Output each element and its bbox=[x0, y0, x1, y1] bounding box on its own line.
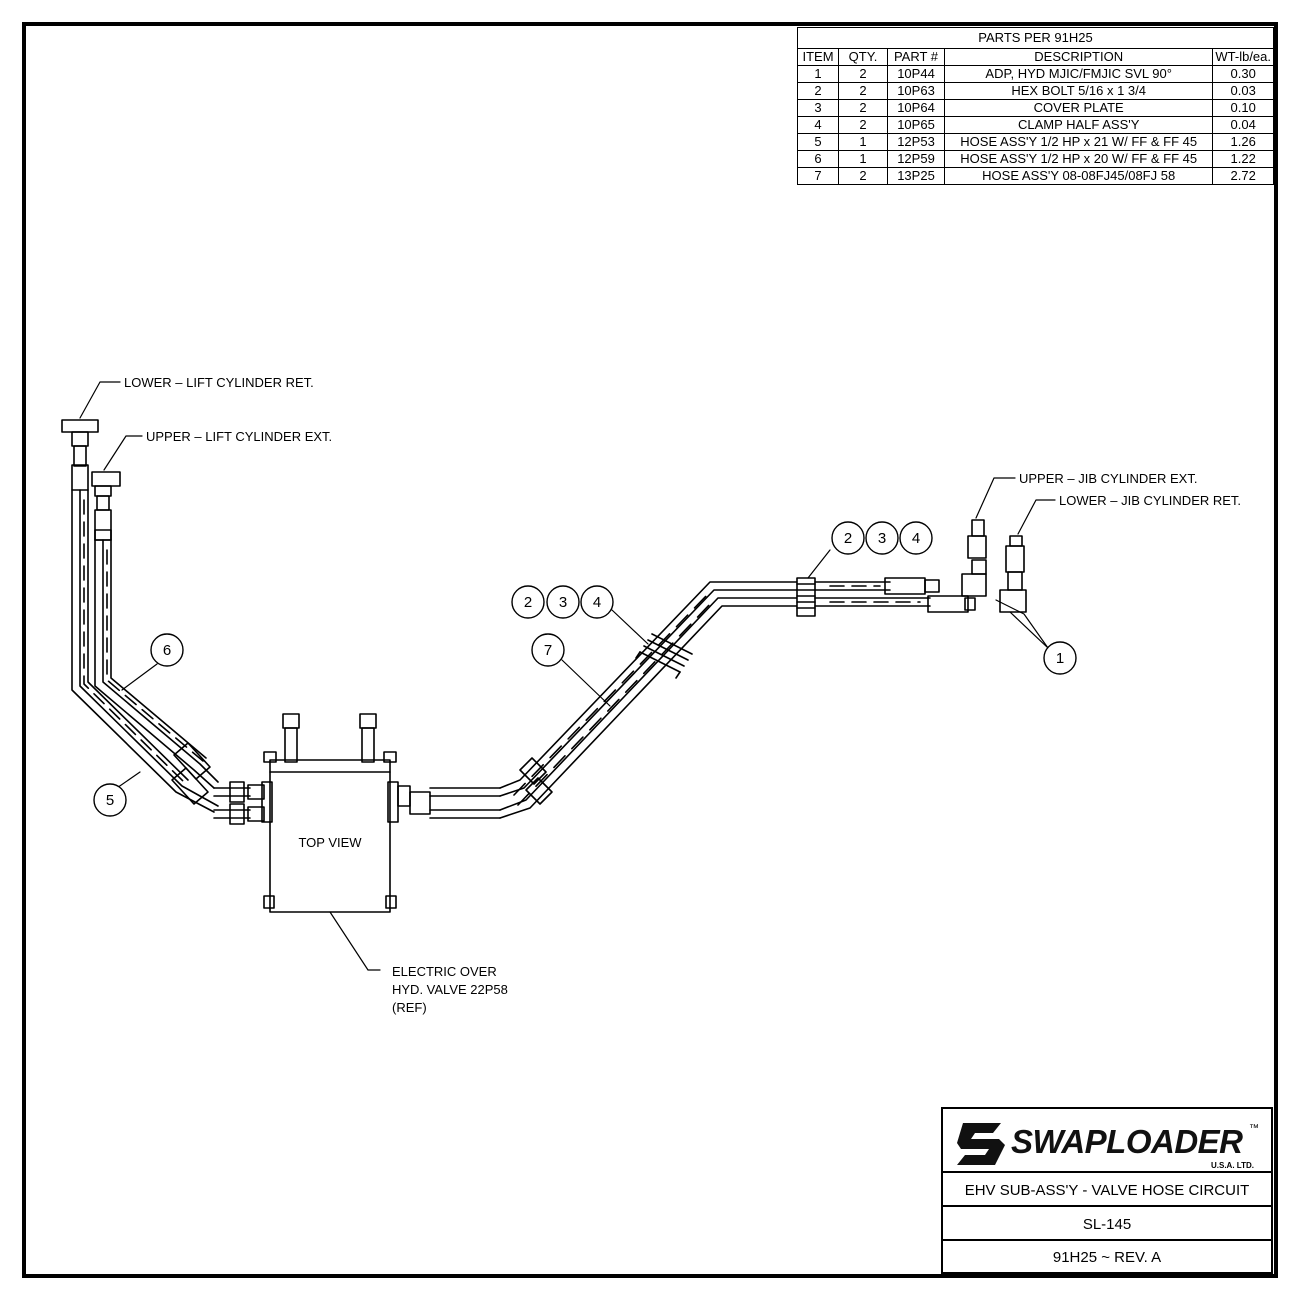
jib-hoses bbox=[814, 577, 976, 613]
cell: 2 bbox=[838, 65, 888, 83]
parts-table: PARTS PER 91H25 ITEM QTY. PART # DESCRIP… bbox=[797, 27, 1274, 185]
cell: CLAMP HALF ASS'Y bbox=[943, 116, 1214, 134]
balloon-1: 1 bbox=[1056, 650, 1064, 667]
cell: 0.04 bbox=[1212, 116, 1274, 134]
clamp-horizontal bbox=[796, 577, 816, 617]
table-row: 6 1 12P59 HOSE ASS'Y 1/2 HP x 20 W/ FF &… bbox=[797, 150, 1274, 168]
cell: 1.22 bbox=[1212, 150, 1274, 168]
table-row: 7 2 13P25 HOSE ASS'Y 08-08FJ45/08FJ 58 2… bbox=[797, 167, 1274, 185]
cell: 1 bbox=[838, 133, 888, 151]
parts-table-header: ITEM QTY. PART # DESCRIPTION WT-lb/ea. bbox=[797, 48, 1274, 66]
balloon-right-3: 3 bbox=[878, 530, 886, 547]
lift-cylinder-fittings bbox=[61, 419, 121, 511]
balloons bbox=[93, 521, 1077, 817]
cell: COVER PLATE bbox=[943, 99, 1214, 117]
label-valve-3: (REF) bbox=[392, 1000, 427, 1015]
label-valve-1: ELECTRIC OVER bbox=[392, 964, 497, 979]
clamp-diagonal bbox=[635, 633, 693, 679]
label-lower-lift: LOWER – LIFT CYLINDER RET. bbox=[124, 375, 314, 390]
cell: 0.10 bbox=[1212, 99, 1274, 117]
cell: 6 bbox=[797, 150, 839, 168]
balloon-left-3: 3 bbox=[559, 594, 567, 611]
cell: 2 bbox=[838, 116, 888, 134]
label-top-view: TOP VIEW bbox=[298, 835, 362, 850]
drawing-number: SL-145 bbox=[943, 1205, 1271, 1241]
drawing-title: EHV SUB-ASS'Y - VALVE HOSE CIRCUIT bbox=[943, 1171, 1271, 1207]
cell: 5 bbox=[797, 133, 839, 151]
swaploader-s-icon bbox=[957, 1123, 1005, 1165]
logo-trademark: ™ bbox=[1249, 1123, 1259, 1134]
parts-table-title: PARTS PER 91H25 bbox=[797, 27, 1274, 49]
cell: 3 bbox=[797, 99, 839, 117]
col-item: ITEM bbox=[797, 48, 839, 66]
label-valve-2: HYD. VALVE 22P58 bbox=[392, 982, 508, 997]
cell: 10P63 bbox=[887, 82, 945, 100]
leader-lines bbox=[79, 381, 1056, 971]
table-row: 4 2 10P65 CLAMP HALF ASS'Y 0.04 bbox=[797, 116, 1274, 134]
cell: 10P65 bbox=[887, 116, 945, 134]
col-part: PART # bbox=[887, 48, 945, 66]
right-valve-ports bbox=[397, 785, 501, 819]
hose-7-end-fittings bbox=[519, 757, 553, 805]
hose-7 bbox=[499, 581, 801, 819]
col-qty: QTY. bbox=[838, 48, 888, 66]
table-row: 1 2 10P44 ADP, HYD MJIC/FMJIC SVL 90° 0.… bbox=[797, 65, 1274, 83]
balloon-7: 7 bbox=[544, 642, 552, 659]
revision: 91H25 ~ REV. A bbox=[943, 1239, 1271, 1274]
cell: 12P53 bbox=[887, 133, 945, 151]
cell: ADP, HYD MJIC/FMJIC SVL 90° bbox=[943, 65, 1214, 83]
balloon-right-4: 4 bbox=[912, 530, 920, 547]
cell: HOSE ASS'Y 1/2 HP x 20 W/ FF & FF 45 bbox=[943, 150, 1214, 168]
cell: HOSE ASS'Y 1/2 HP x 21 W/ FF & FF 45 bbox=[943, 133, 1214, 151]
cell: 4 bbox=[797, 116, 839, 134]
cell: 2 bbox=[797, 82, 839, 100]
left-valve-ports bbox=[213, 781, 265, 825]
cell: 0.03 bbox=[1212, 82, 1274, 100]
balloon-left-4: 4 bbox=[593, 594, 601, 611]
label-lower-jib: LOWER – JIB CYLINDER RET. bbox=[1059, 493, 1241, 508]
cell: HOSE ASS'Y 08-08FJ45/08FJ 58 bbox=[943, 167, 1214, 185]
ehv-valve-body bbox=[261, 713, 399, 913]
balloon-right-2: 2 bbox=[844, 530, 852, 547]
label-upper-jib: UPPER – JIB CYLINDER EXT. bbox=[1019, 471, 1197, 486]
cell: 12P59 bbox=[887, 150, 945, 168]
cell: 0.30 bbox=[1212, 65, 1274, 83]
cell: 2.72 bbox=[1212, 167, 1274, 185]
cell: HEX BOLT 5/16 x 1 3/4 bbox=[943, 82, 1214, 100]
sheet-border bbox=[22, 22, 1278, 1278]
balloon-6: 6 bbox=[163, 642, 171, 659]
cell: 7 bbox=[797, 167, 839, 185]
swaploader-logo: SWAPLOADER ™ U.S.A. LTD. bbox=[949, 1115, 1267, 1173]
label-upper-lift: UPPER – LIFT CYLINDER EXT. bbox=[146, 429, 332, 444]
cell: 13P25 bbox=[887, 167, 945, 185]
title-block: SWAPLOADER ™ U.S.A. LTD. EHV SUB-ASS'Y -… bbox=[941, 1107, 1273, 1274]
cell: 2 bbox=[838, 99, 888, 117]
cell: 1.26 bbox=[1212, 133, 1274, 151]
cell: 2 bbox=[838, 167, 888, 185]
logo-text: SWAPLOADER bbox=[1011, 1123, 1243, 1160]
left-hose-crimp-fittings bbox=[71, 464, 211, 805]
hose-6 bbox=[94, 539, 219, 789]
table-row: 5 1 12P53 HOSE ASS'Y 1/2 HP x 21 W/ FF &… bbox=[797, 133, 1274, 151]
cell: 10P64 bbox=[887, 99, 945, 117]
col-description: DESCRIPTION bbox=[943, 48, 1214, 66]
cell: 1 bbox=[797, 65, 839, 83]
table-row: 2 2 10P63 HEX BOLT 5/16 x 1 3/4 0.03 bbox=[797, 82, 1274, 100]
col-weight: WT-lb/ea. bbox=[1212, 48, 1274, 66]
cell: 2 bbox=[838, 82, 888, 100]
jib-cylinder-fittings bbox=[961, 519, 1027, 613]
logo-subtitle: U.S.A. LTD. bbox=[1211, 1161, 1254, 1170]
balloon-5: 5 bbox=[106, 792, 114, 809]
cell: 1 bbox=[838, 150, 888, 168]
balloon-left-2: 2 bbox=[524, 594, 532, 611]
hose-5 bbox=[71, 489, 219, 813]
cell: 10P44 bbox=[887, 65, 945, 83]
table-row: 3 2 10P64 COVER PLATE 0.10 bbox=[797, 99, 1274, 117]
